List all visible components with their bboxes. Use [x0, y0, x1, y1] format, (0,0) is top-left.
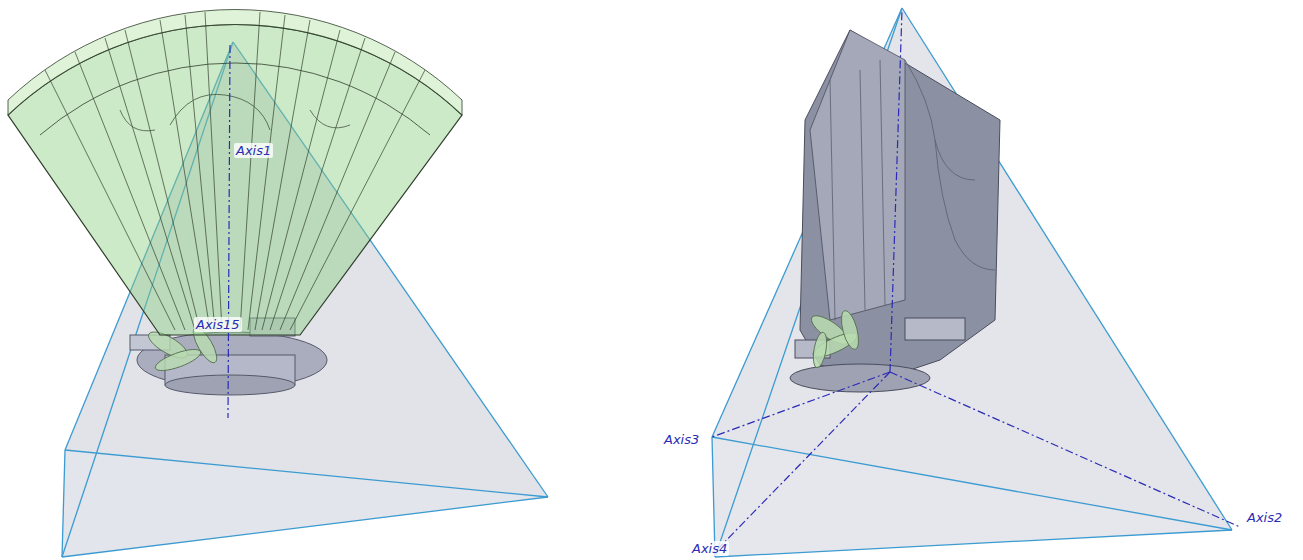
- axis-label: Axis1: [234, 143, 273, 158]
- axis-lines: [712, 10, 1240, 555]
- axis-label: Axis4: [690, 541, 729, 556]
- axis-line: [228, 45, 230, 418]
- right-tetrahedron: [712, 8, 1232, 557]
- axis-label: Axis2: [1245, 510, 1284, 525]
- axis-label: Axis3: [662, 432, 701, 447]
- left-bevel-gear: [8, 10, 462, 335]
- axis-label: Axis15: [194, 317, 242, 332]
